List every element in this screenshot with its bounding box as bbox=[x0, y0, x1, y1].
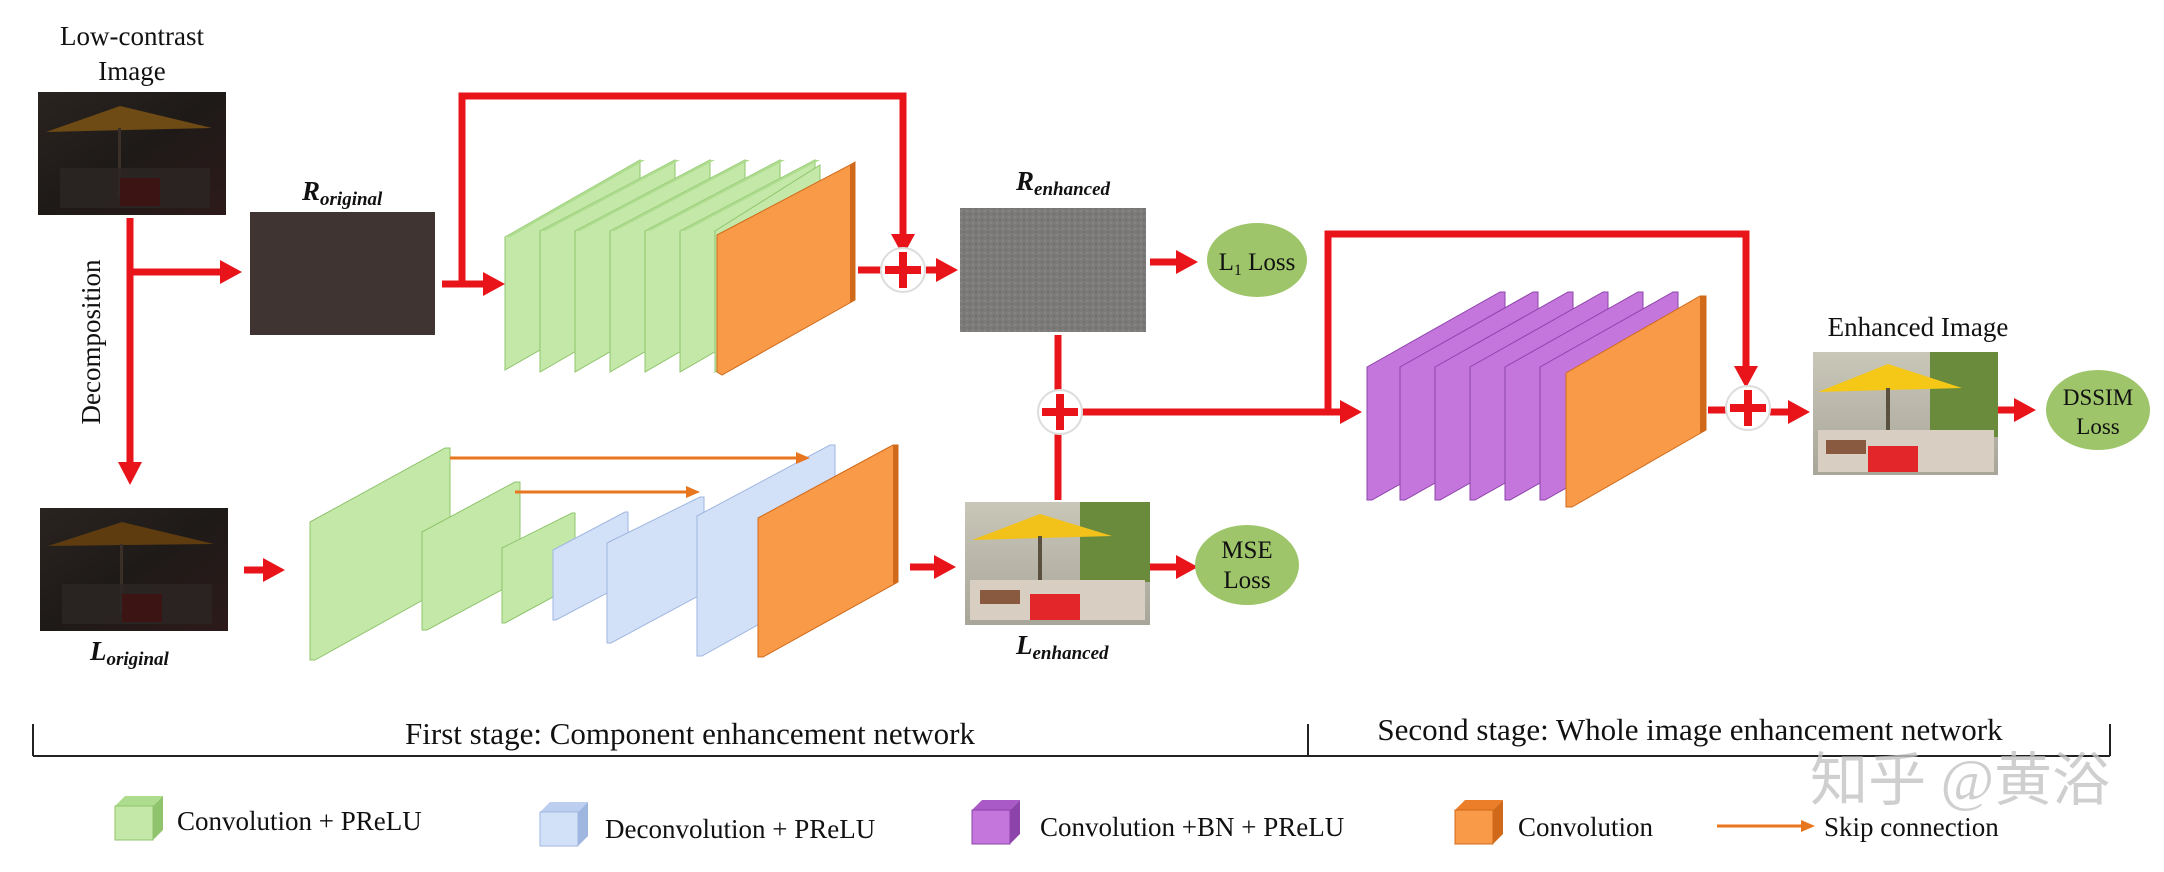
l1-loss-ellipse: L1 Loss bbox=[1207, 223, 1307, 297]
r-original-image bbox=[250, 212, 435, 335]
l-original-label: Loriginal bbox=[89, 636, 170, 670]
plus-junction-r bbox=[880, 247, 926, 293]
orange-conv-layer bbox=[1565, 295, 1707, 508]
dssim-loss-line2: Loss bbox=[2076, 414, 2120, 439]
illumination-stack bbox=[309, 444, 899, 661]
low-contrast-title-line2: Image bbox=[98, 56, 165, 86]
low-contrast-title-line1: Low-contrast bbox=[60, 21, 204, 51]
legend-skip-label: Skip connection bbox=[1824, 812, 1999, 842]
plus-junction-combine bbox=[1037, 389, 1083, 435]
mse-loss-line2: Loss bbox=[1223, 567, 1270, 594]
enhanced-image-label: Enhanced Image bbox=[1828, 312, 2009, 342]
legend-conv-label: Convolution bbox=[1518, 812, 1654, 842]
r-enhanced-image bbox=[960, 208, 1146, 332]
watermark: 知乎 @黄浴 bbox=[1810, 748, 2110, 813]
r-enhanced-label: Renhanced bbox=[1015, 166, 1111, 200]
decomposition-label: Decomposition bbox=[76, 259, 106, 424]
r-original-label: Roriginal bbox=[301, 176, 383, 210]
first-stage-label: First stage: Component enhancement netwo… bbox=[405, 716, 975, 751]
l-enhanced-label: Lenhanced bbox=[1015, 630, 1109, 664]
mse-loss-line1: MSE bbox=[1221, 537, 1272, 564]
enhanced-image bbox=[1813, 352, 1998, 475]
second-stage-purple-stack bbox=[1366, 291, 1707, 508]
legend-deconv-prelu: Deconvolution + PReLU bbox=[539, 802, 875, 847]
legend: Convolution + PReLU Deconvolution + PReL… bbox=[114, 796, 1999, 847]
stage-bracket bbox=[32, 724, 2111, 757]
orange-conv-layer bbox=[716, 161, 856, 376]
legend-skip: Skip connection bbox=[1717, 812, 1999, 842]
orange-conv-layer bbox=[757, 444, 899, 658]
arrowheads bbox=[118, 234, 2036, 582]
second-stage-label: Second stage: Whole image enhancement ne… bbox=[1377, 712, 2003, 747]
plus-junction-final bbox=[1725, 385, 1771, 431]
legend-conv-bn-prelu: Convolution +BN + PReLU bbox=[971, 800, 1344, 845]
legend-deconv-prelu-label: Deconvolution + PReLU bbox=[605, 814, 875, 844]
legend-conv-bn-prelu-label: Convolution +BN + PReLU bbox=[1040, 812, 1344, 842]
dssim-loss-line1: DSSIM bbox=[2063, 385, 2133, 410]
mse-loss-ellipse: MSE Loss bbox=[1195, 525, 1299, 605]
reflectance-green-stack bbox=[504, 159, 856, 376]
low-contrast-image bbox=[38, 92, 226, 215]
connectors bbox=[126, 92, 2020, 574]
illumination-skip-connections bbox=[450, 452, 810, 498]
l1-loss-label: L1 Loss bbox=[1219, 249, 1296, 279]
dssim-loss-ellipse: DSSIM Loss bbox=[2046, 370, 2150, 450]
legend-conv-prelu-label: Convolution + PReLU bbox=[177, 806, 422, 836]
legend-conv: Convolution bbox=[1454, 800, 1654, 845]
legend-conv-prelu: Convolution + PReLU bbox=[114, 796, 422, 841]
l-original-image bbox=[40, 508, 228, 631]
l-enhanced-image bbox=[965, 502, 1150, 625]
